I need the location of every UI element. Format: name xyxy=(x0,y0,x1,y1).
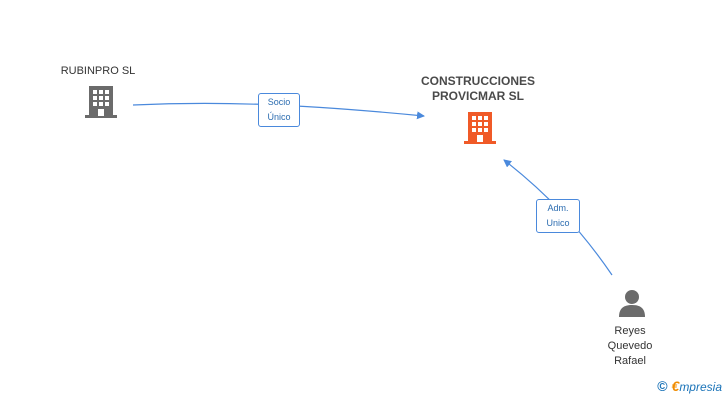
node-label-line3: Rafael xyxy=(614,355,646,367)
node-label-construcciones: CONSTRUCCIONES PROVICMAR SL xyxy=(400,74,556,104)
node-label-line1: CONSTRUCCIONES xyxy=(420,74,535,88)
node-label-rubinpro: RUBINPRO SL xyxy=(60,65,136,77)
node-label-person: Reyes Quevedo Rafael xyxy=(590,324,670,369)
edge-label-line1: Socio xyxy=(267,97,291,107)
edge-label-socio-unico[interactable]: Socio Único xyxy=(258,93,300,127)
edge-label-adm-unico[interactable]: Adm. Unico xyxy=(536,199,580,233)
node-label-line2: PROVICMAR SL xyxy=(431,89,524,103)
edge-label-line2: Unico xyxy=(546,218,570,228)
edge-label-line1: Adm. xyxy=(547,203,569,213)
copyright-icon: © xyxy=(657,378,668,394)
edge-label-line2: Único xyxy=(267,112,291,122)
brand-rest: mpresia xyxy=(679,380,722,394)
person-icon[interactable] xyxy=(618,289,646,322)
brand-logo: €mpresia xyxy=(672,378,722,394)
building-icon[interactable] xyxy=(85,84,117,123)
brand-initial: € xyxy=(671,378,680,394)
node-label-line2: Quevedo xyxy=(607,340,653,352)
watermark: © €mpresia xyxy=(657,378,722,394)
building-icon[interactable] xyxy=(464,110,496,149)
node-label-line1: Reyes xyxy=(614,325,646,337)
